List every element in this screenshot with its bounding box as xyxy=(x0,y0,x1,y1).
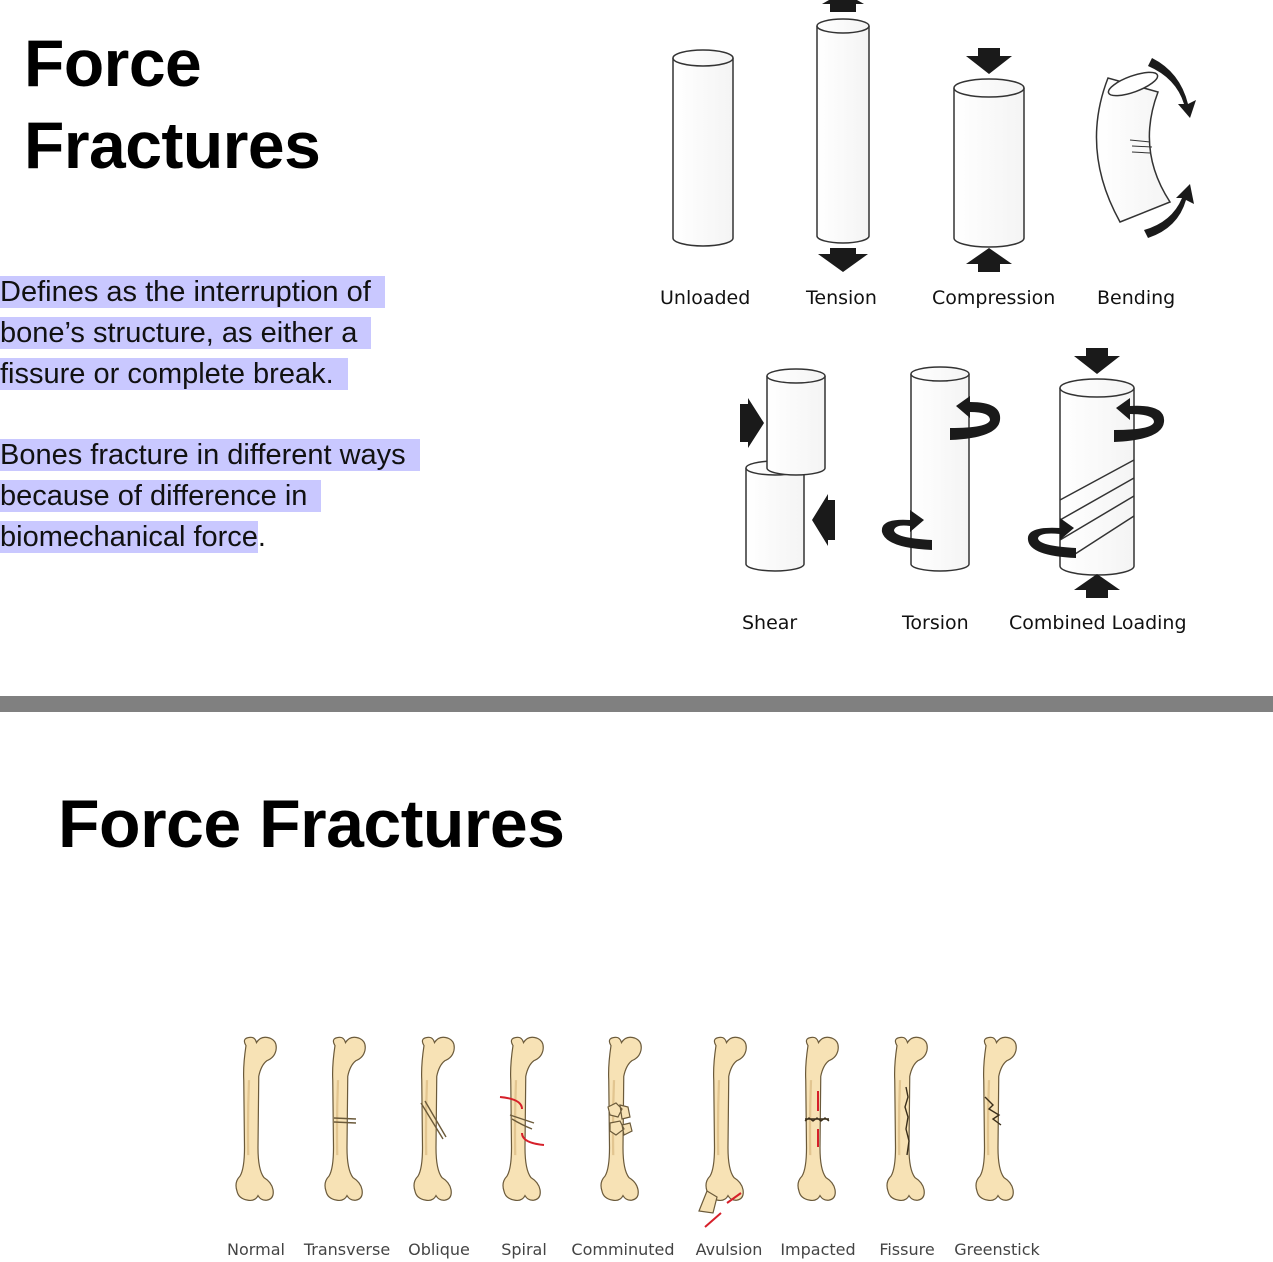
label-unloaded: Unloaded xyxy=(660,287,750,309)
bone-fissure xyxy=(885,1035,929,1202)
bone-greenstick xyxy=(974,1035,1018,1202)
text-line[interactable]: because of difference in xyxy=(0,480,322,512)
fracture-label: Oblique xyxy=(408,1240,470,1259)
tension-cylinder xyxy=(816,0,870,272)
fracture-label: Transverse xyxy=(303,1240,390,1259)
slide-2: Force Fractures Nor xyxy=(0,712,1273,1262)
text-line[interactable]: biomechanical force xyxy=(0,521,258,553)
slide-title: Force Fractures xyxy=(58,786,565,862)
label-shear: Shear xyxy=(742,612,797,634)
label-bending: Bending xyxy=(1097,287,1175,309)
bone-oblique xyxy=(412,1035,456,1202)
definition-paragraph[interactable]: Defines as the interruption of bone’s st… xyxy=(0,272,385,395)
shear-cylinders xyxy=(740,368,835,572)
bone-transverse xyxy=(323,1035,367,1202)
slide-1: Force Fractures Defines as the interrupt… xyxy=(0,0,1220,670)
title-line-1: Force xyxy=(24,26,202,100)
combined-loading-cylinder xyxy=(1027,348,1165,598)
explanation-paragraph[interactable]: Bones fracture in different ways because… xyxy=(0,435,420,558)
label-combined-loading: Combined Loading xyxy=(1009,612,1187,634)
title-line-2: Fractures xyxy=(24,108,321,182)
slide-divider xyxy=(0,696,1273,712)
compression-cylinder xyxy=(953,48,1025,272)
slide-title: Force Fractures xyxy=(24,22,321,186)
fracture-label: Normal xyxy=(227,1240,285,1259)
text-period[interactable]: . xyxy=(257,521,266,553)
text-line[interactable]: bone’s structure, as either a xyxy=(0,317,372,349)
fracture-label: Avulsion xyxy=(696,1240,763,1259)
bone-avulsion xyxy=(698,1035,748,1228)
torsion-cylinder xyxy=(881,366,1001,572)
label-tension: Tension xyxy=(805,287,877,309)
fracture-label: Impacted xyxy=(780,1240,855,1259)
fracture-label: Fissure xyxy=(879,1240,934,1259)
label-compression: Compression xyxy=(932,287,1055,309)
text-line[interactable]: Bones fracture in different ways xyxy=(0,439,420,471)
text-line[interactable]: Defines as the interruption of xyxy=(0,276,385,308)
loading-types-diagram: Unloaded Tension Compression Bending xyxy=(660,0,1220,670)
fracture-label: Spiral xyxy=(501,1240,547,1259)
unloaded-cylinder xyxy=(672,49,734,247)
bone-normal xyxy=(234,1035,278,1202)
bone-impacted xyxy=(796,1035,840,1202)
bone-comminuted xyxy=(599,1035,643,1202)
label-torsion: Torsion xyxy=(901,612,969,634)
fracture-types-diagram: Normal Transverse Oblique Spiral Comminuted A… xyxy=(227,1035,1041,1259)
fracture-label: Comminuted xyxy=(571,1240,674,1259)
bending-cylinder xyxy=(1095,58,1196,238)
fracture-label: Greenstick xyxy=(954,1240,1040,1259)
bone-spiral xyxy=(499,1035,545,1202)
text-line[interactable]: fissure or complete break. xyxy=(0,358,348,390)
